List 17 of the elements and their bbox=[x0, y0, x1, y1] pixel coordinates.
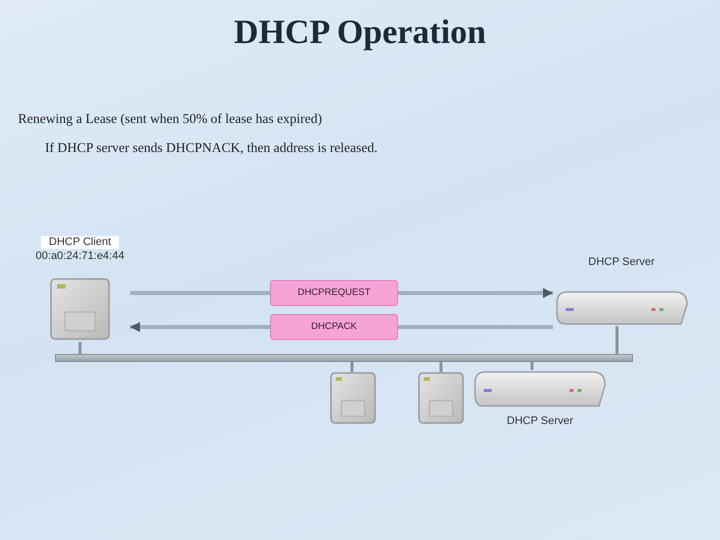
connector-line bbox=[616, 326, 618, 354]
connector-line bbox=[78, 342, 82, 354]
computer-icon bbox=[418, 372, 464, 424]
network-bus bbox=[55, 354, 633, 362]
device-label: DHCP Client bbox=[40, 236, 120, 249]
title: DHCP Operation bbox=[232, 14, 488, 52]
address-label: 00:a0:24:71:e4:44 bbox=[36, 250, 124, 263]
connector-line bbox=[350, 362, 354, 372]
connector-line bbox=[530, 362, 534, 370]
note-text: If DHCP server sends DHCPNACK, then address is released. bbox=[45, 140, 378, 156]
message-label: DHCPREQUEST bbox=[270, 280, 398, 306]
connector-line bbox=[440, 362, 442, 372]
device-label: DHCP Server bbox=[588, 256, 655, 269]
computer-icon bbox=[330, 372, 376, 424]
message-label: DHCPACK bbox=[270, 314, 398, 340]
device-label: DHCP Server bbox=[506, 415, 574, 428]
note-text: Renewing a Lease (sent when 50% of lease has expired) bbox=[18, 111, 322, 127]
